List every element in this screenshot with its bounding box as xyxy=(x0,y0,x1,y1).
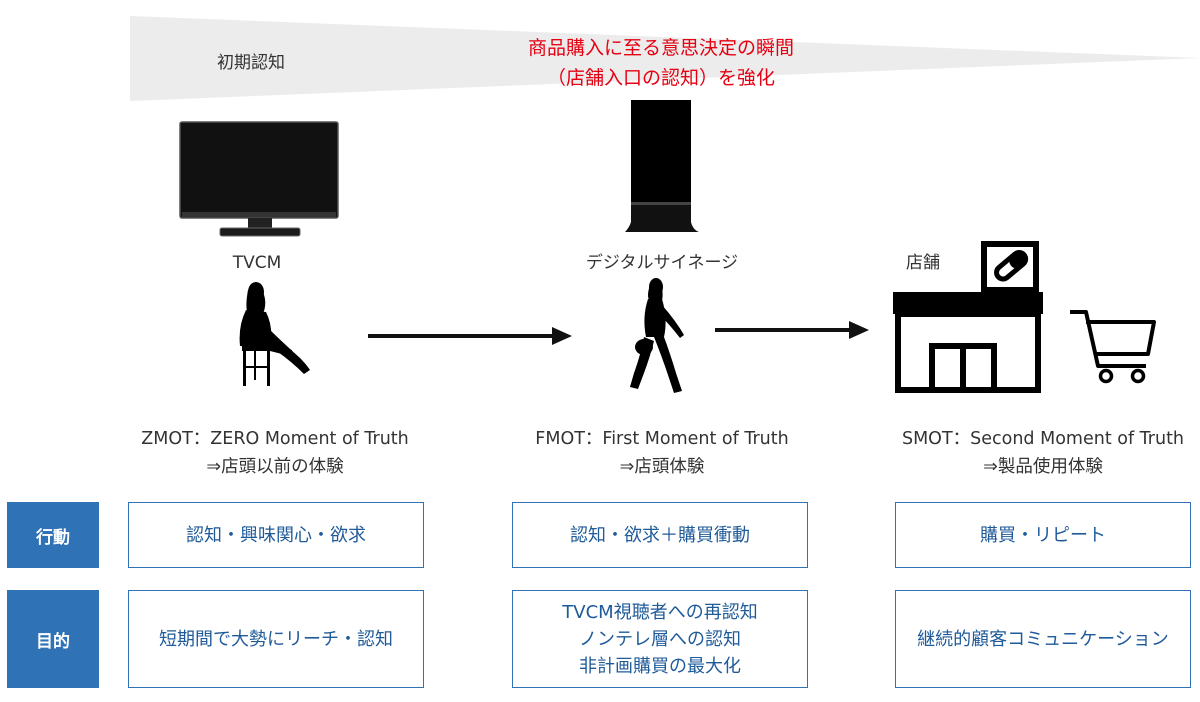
behavior-text: 購買・リピート xyxy=(980,524,1106,546)
stage-fmot: FMOT：First Moment of Truth ⇒店頭体験 xyxy=(535,425,788,481)
stage-subtitle: ⇒製品使用体験 xyxy=(983,457,1103,477)
signage-label: デジタルサイネージ xyxy=(585,253,739,273)
stage-subtitle: ⇒店頭以前の体験 xyxy=(206,457,344,477)
behavior-box-fmot: 認知・欲求＋購買衝動 xyxy=(512,502,808,568)
purpose-text: 非計画購買の最大化 xyxy=(579,655,741,677)
purpose-box-zmot: 短期間で大勢にリーチ・認知 xyxy=(128,590,424,688)
row-label-behavior: 行動 xyxy=(7,502,99,568)
digital-signage-icon xyxy=(625,100,699,232)
purpose-text: TVCM視聴者への再認知 xyxy=(562,601,758,623)
purpose-text: 継続的顧客コミュニケーション xyxy=(917,628,1169,650)
funnel-wedge xyxy=(130,16,1200,101)
tv-monitor-icon xyxy=(179,121,339,237)
flow-arrow xyxy=(368,327,572,345)
walking-person-icon xyxy=(630,278,684,393)
funnel-highlight-line2: （店舗入口の認知）を強化 xyxy=(546,67,776,89)
behavior-text: 認知・欲求＋購買衝動 xyxy=(570,524,750,546)
purpose-text: ノンテレ層への認知 xyxy=(579,628,741,650)
stage-title: FMOT：First Moment of Truth xyxy=(535,429,789,449)
shopping-cart-icon xyxy=(1070,310,1156,384)
stage-title: ZMOT：ZERO Moment of Truth xyxy=(141,429,409,449)
funnel-shape xyxy=(130,16,1200,101)
purpose-box-smot: 継続的顧客コミュニケーション xyxy=(895,590,1191,688)
store-icon xyxy=(893,241,1043,393)
purpose-box-fmot: TVCM視聴者への再認知 ノンテレ層への認知 非計画購買の最大化 xyxy=(512,590,808,688)
behavior-box-smot: 購買・リピート xyxy=(895,502,1191,568)
funnel-highlight-line1: 商品購入に至る意思決定の瞬間 xyxy=(527,37,795,59)
behavior-text: 認知・興味関心・欲求 xyxy=(186,524,366,546)
seated-person-icon xyxy=(239,282,310,386)
flow-arrow xyxy=(715,321,869,339)
stage-title: SMOT：Second Moment of Truth xyxy=(901,429,1185,449)
purpose-text: 短期間で大勢にリーチ・認知 xyxy=(159,628,393,650)
tv-label: TVCM xyxy=(232,253,282,273)
stage-smot: SMOT：Second Moment of Truth ⇒製品使用体験 xyxy=(902,425,1184,481)
row-label-purpose: 目的 xyxy=(7,590,99,688)
funnel-start-label: 初期認知 xyxy=(217,53,285,73)
behavior-box-zmot: 認知・興味関心・欲求 xyxy=(128,502,424,568)
stage-subtitle: ⇒店頭体験 xyxy=(619,457,705,477)
store-label: 店舗 xyxy=(906,253,940,273)
stage-zmot: ZMOT：ZERO Moment of Truth ⇒店頭以前の体験 xyxy=(141,425,409,481)
